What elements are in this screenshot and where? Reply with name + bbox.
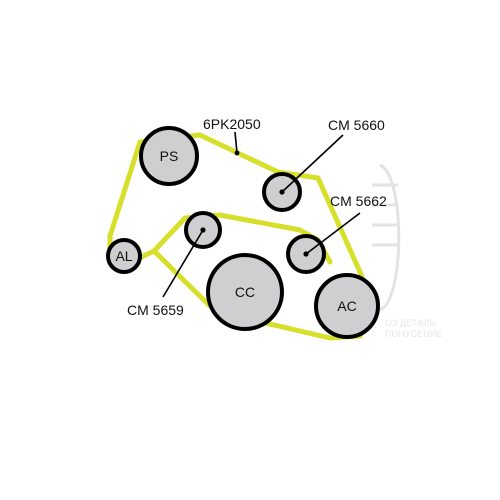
- watermark-line-1: ОЗ ДЕТАЛЬ: [385, 318, 435, 328]
- pulley-ps-wheel: [139, 126, 199, 186]
- pulley-ps-label: PS: [160, 148, 179, 164]
- callout-cm5659: CM 5659: [127, 302, 184, 318]
- pulley-cc-label: CC: [235, 284, 255, 300]
- belt-part-number: 6PK2050: [203, 116, 261, 132]
- pulley-ac-wheel: [314, 273, 380, 339]
- pulley-cc: CC: [206, 253, 284, 331]
- callout-cm5662: CM 5662: [330, 193, 387, 209]
- cm5662-leader: [305, 212, 361, 255]
- watermark-line-2: ПОНУСЕНИЕ: [385, 329, 442, 339]
- pulley-ac: AC: [314, 273, 380, 339]
- belt-label-leader-dot: [234, 150, 240, 156]
- pulley-al: AL: [106, 238, 142, 274]
- watermark: ОЗ ДЕТАЛЬ ПОНУСЕНИЕ: [372, 163, 442, 339]
- pulley-ac-label: AC: [337, 298, 356, 314]
- belt-label-leader: [234, 131, 238, 154]
- pulley-ps: PS: [139, 126, 199, 186]
- pulley-al-label: AL: [115, 248, 132, 264]
- cm5659-leader: [162, 229, 204, 298]
- callout-cm5660: CM 5660: [328, 117, 385, 133]
- cm5660-leader: [281, 134, 344, 193]
- pulley-al-wheel: [106, 238, 142, 274]
- pulley-cc-wheel: [206, 253, 284, 331]
